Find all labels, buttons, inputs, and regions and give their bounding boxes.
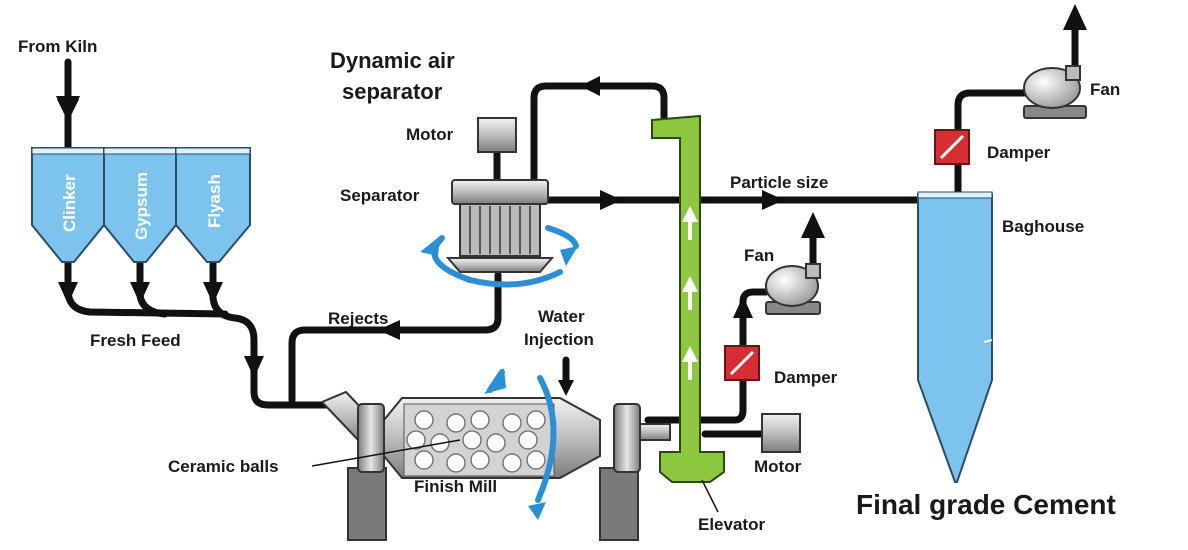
arrow-fan-mid-up xyxy=(801,212,825,238)
label-dynamic-air-line1: Dynamic air xyxy=(330,48,455,73)
damper-top xyxy=(934,129,970,165)
elevator-leader xyxy=(701,479,719,513)
arrow-particle-right xyxy=(762,190,784,210)
label-fan-top: Fan xyxy=(1090,80,1120,99)
label-gypsum: Gypsum xyxy=(132,172,151,240)
arrow-top-loop-left xyxy=(580,76,600,96)
ceramic-balls-group xyxy=(406,410,546,473)
flyash-outlet-pipe xyxy=(209,258,334,409)
silo-flyash xyxy=(175,147,251,263)
label-from-kiln: From Kiln xyxy=(18,37,97,56)
label-damper-top: Damper xyxy=(987,143,1051,162)
label-dynamic-air-line2: separator xyxy=(342,79,443,104)
label-water: Water xyxy=(538,307,585,326)
baghouse xyxy=(917,191,993,483)
label-elevator: Elevator xyxy=(698,515,765,534)
separator-rotation-arrows xyxy=(420,225,579,288)
label-motor-right: Motor xyxy=(754,457,802,476)
arrow-damper-up xyxy=(733,296,753,318)
fan-mid xyxy=(765,263,821,315)
fan-top xyxy=(1023,65,1087,119)
separator-top-pipe xyxy=(530,82,668,184)
label-fan-mid: Fan xyxy=(744,246,774,265)
motor-top xyxy=(477,117,517,153)
arrow-fresh-feed-down xyxy=(244,356,264,378)
ceramic-ball xyxy=(446,413,466,433)
ceramic-ball xyxy=(526,450,546,470)
label-damper-mid: Damper xyxy=(774,368,838,387)
ceramic-ball xyxy=(518,430,538,450)
baghouse-exhaust-pipe xyxy=(954,89,1034,198)
ceramic-ball xyxy=(406,430,426,450)
label-rejects: Rejects xyxy=(328,309,388,328)
arrow-clinker-down xyxy=(58,282,78,304)
ceramic-ball xyxy=(414,450,434,470)
label-injection: Injection xyxy=(524,330,594,349)
arrow-flyash-down xyxy=(203,282,223,304)
elevator xyxy=(651,114,725,483)
label-separator: Separator xyxy=(340,186,420,205)
label-final-grade-cement: Final grade Cement xyxy=(856,489,1116,520)
label-motor-top: Motor xyxy=(406,125,454,144)
ceramic-ball xyxy=(446,453,466,473)
damper-mid xyxy=(724,345,760,381)
arrow-gypsum-down xyxy=(130,282,150,304)
label-particle-size: Particle size xyxy=(730,173,828,192)
ceramic-ball xyxy=(470,450,490,470)
label-flyash: Flyash xyxy=(205,174,224,228)
arrow-fan-top-up xyxy=(1063,4,1087,30)
flow-arrows xyxy=(56,4,1087,396)
ceramic-ball xyxy=(502,453,522,473)
arrow-product-right xyxy=(600,190,622,210)
label-finish-mill: Finish Mill xyxy=(414,477,497,496)
ceramic-ball xyxy=(470,410,490,430)
separator-unit xyxy=(445,179,555,273)
ceramic-ball xyxy=(462,430,482,450)
arrow-from-kiln xyxy=(56,96,80,122)
arrow-water-down xyxy=(558,380,574,396)
label-baghouse: Baghouse xyxy=(1002,217,1084,236)
ceramic-ball xyxy=(502,413,522,433)
ceramic-balls-leader xyxy=(311,439,461,467)
label-clinker: Clinker xyxy=(60,174,79,232)
label-ceramic-balls: Ceramic balls xyxy=(168,457,279,476)
arrow-rejects-left xyxy=(378,320,400,340)
finish-mill xyxy=(320,390,671,541)
label-fresh-feed: Fresh Feed xyxy=(90,331,181,350)
ceramic-ball xyxy=(486,433,506,453)
ceramic-ball xyxy=(526,410,546,430)
mill-rotation-arrows xyxy=(484,368,557,520)
ceramic-ball xyxy=(414,410,434,430)
silo-gypsum xyxy=(103,147,177,263)
motor-right xyxy=(761,413,801,453)
